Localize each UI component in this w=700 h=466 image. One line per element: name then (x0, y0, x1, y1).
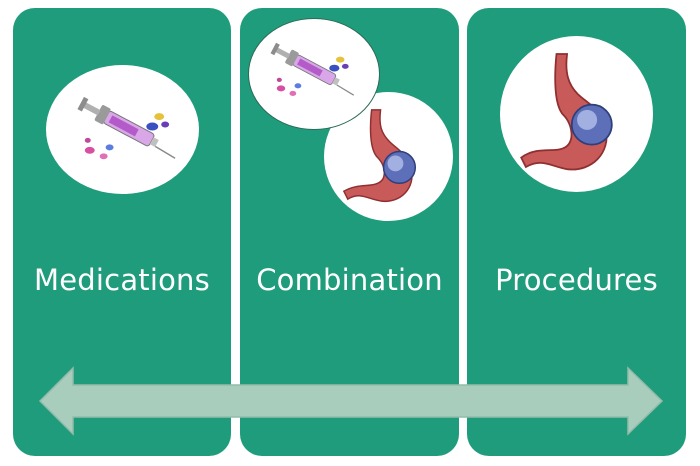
syringe-pills-icon (77, 96, 176, 160)
stomach-balloon-icon (342, 109, 417, 202)
medications-image (46, 65, 199, 194)
combination-medications-image (248, 18, 380, 130)
stomach-balloon-icon (520, 53, 613, 171)
label-combination: Combination (256, 263, 443, 297)
syringe-pills-icon (270, 42, 355, 96)
panel-combination: Combination (240, 8, 459, 456)
procedures-image (500, 36, 653, 192)
label-procedures: Procedures (495, 263, 658, 297)
panel-procedures: Procedures (467, 8, 686, 456)
combination-stomach-image (324, 92, 453, 221)
panel-medications: Medications (13, 8, 231, 456)
label-medications: Medications (34, 263, 210, 297)
